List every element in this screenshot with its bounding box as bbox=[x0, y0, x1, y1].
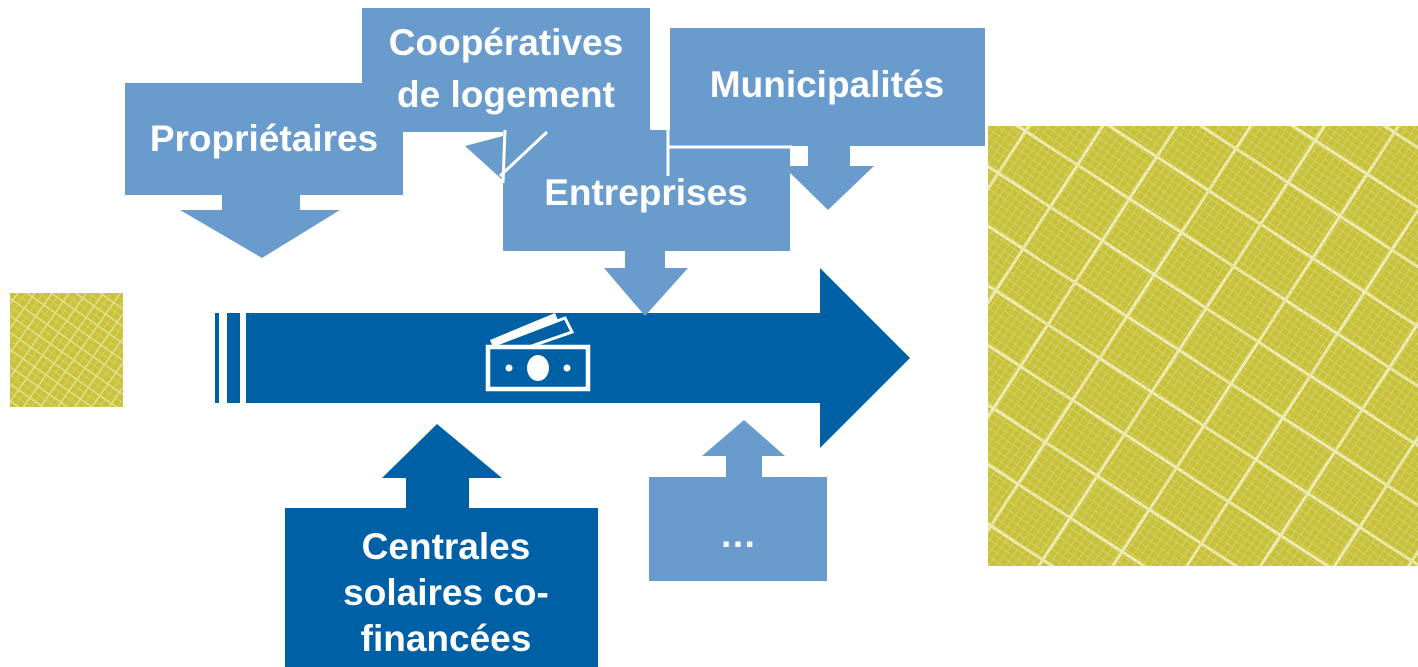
cooperatives-label-line1: Coopératives bbox=[389, 22, 623, 63]
centrales-label-line1: Centrales bbox=[362, 526, 531, 567]
municipalites-callout bbox=[666, 28, 985, 210]
autres-callout bbox=[649, 420, 827, 581]
centrales-label-line3: financées bbox=[361, 618, 532, 659]
cooperatives-callout bbox=[362, 8, 650, 184]
centrales-callout bbox=[285, 424, 598, 667]
municipalites-label: Municipalités bbox=[710, 64, 944, 105]
autres-label: … bbox=[720, 514, 757, 555]
cooperatives-label-line2: de logement bbox=[397, 74, 615, 115]
centrales-label-line2: solaires co- bbox=[343, 572, 549, 613]
solar-panel-photo-small bbox=[10, 293, 123, 407]
proprietaires-label: Propriétaires bbox=[150, 118, 378, 159]
entreprises-callout bbox=[498, 129, 790, 316]
proprietaires-callout bbox=[125, 83, 403, 258]
money-bills-icon bbox=[485, 313, 591, 392]
entreprises-label: Entreprises bbox=[544, 172, 748, 213]
solar-panel-photo-large bbox=[988, 126, 1418, 566]
